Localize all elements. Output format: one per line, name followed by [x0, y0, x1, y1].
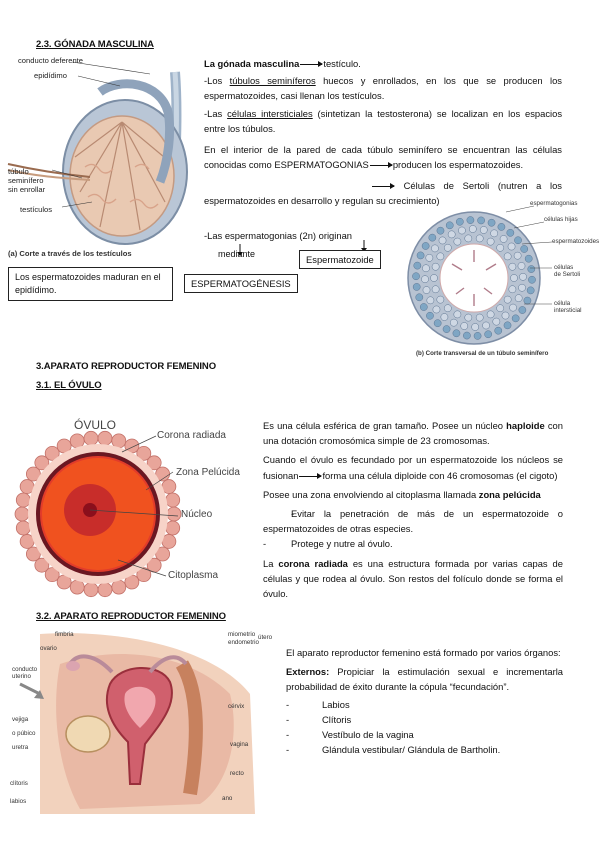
label-tubulo-1: túbulo: [8, 167, 29, 176]
zona-functions-list: Evitar la penetración de más de un esper…: [263, 506, 563, 552]
label-ovario: ovario: [40, 645, 57, 652]
ov-p1-c: con una dotación cromosómica simple de 2…: [263, 420, 563, 447]
list-item: Protege y nutre al óvulo.: [263, 536, 563, 551]
label-recto: recto: [230, 770, 244, 777]
p2-b: huecos y enrollados, en los que se produ…: [204, 75, 562, 102]
label-fimbria: fimbria: [55, 631, 74, 638]
list-item: Vestíbulo de la vagina: [286, 727, 563, 742]
list-item-text: Labios: [322, 698, 350, 710]
anat-p1: El aparato reproductor femenino está for…: [286, 647, 561, 658]
label-endometrio: endometrio: [228, 639, 259, 646]
label-conducto-deferente: conducto deferente: [18, 56, 84, 65]
ovulo-illustration: [14, 430, 182, 598]
label-intersticial-2: intersticial: [554, 307, 582, 314]
ovulo-title: ÓVULO: [74, 418, 117, 432]
externos-list: Labios Clítoris Vestíbulo de la vagina G…: [286, 697, 563, 758]
zona-pelucida-bold: zona pelúcida: [478, 488, 541, 500]
list-item-text: Clítoris: [322, 713, 352, 725]
label-tubulo-3: sin enrollar: [8, 185, 46, 194]
label-espermatogonias: espermatogonias: [530, 200, 578, 207]
ov-p4-a: La: [263, 557, 279, 569]
testis-illustration: [7, 61, 188, 245]
section-heading-femenino: 3.APARATO REPRODUCTOR FEMENINO: [36, 361, 216, 372]
p3-b: (sintetizan la testosterona) se localiza…: [204, 107, 563, 134]
label-espermatozoides: espermatozoides: [552, 238, 599, 245]
corona-bold: corona radiada: [278, 557, 348, 569]
subheading-ovulo: 3.1. EL ÓVULO: [36, 380, 102, 391]
list-item: Glándula vestibular/ Glándula de Barthol…: [286, 742, 563, 757]
label-corona-radiada: Corona radiada: [157, 430, 226, 441]
ov-p2-a: Cuando el óvulo es fecundado por un espe…: [263, 454, 563, 481]
list-item-text: Protege y nutre al óvulo.: [291, 538, 393, 550]
ov-p2-b: forma una célula diploide con 46 cromoso…: [322, 469, 558, 481]
p2-a: -Los: [204, 75, 230, 87]
ov-p4-c: es una estructura formada por varias cap…: [263, 557, 563, 600]
label-labios: labios: [10, 798, 27, 805]
figure-caption-tubule: (b) Corte transversal de un túbulo semin…: [416, 350, 549, 357]
note-box-epididimo: Los espermatozoides maduran en el epidíd…: [8, 267, 173, 301]
gonada-bold: La gónada masculina: [204, 58, 300, 69]
label-utero: útero: [258, 634, 273, 641]
anatomy-illustration: [19, 633, 255, 814]
label-intersticial-1: célula: [554, 300, 571, 307]
label-pubico: o púbico: [12, 730, 36, 737]
label-clitoris: clítoris: [10, 780, 28, 787]
ovulo-text-block: Es una célula esférica de gran tamaño. P…: [263, 418, 563, 601]
ov-p1-a: Es una célula esférica de gran tamaño. P…: [263, 420, 507, 431]
gonada-p1-rest: testículo.: [323, 58, 361, 69]
list-item-text: Evitar la penetración de más de un esper…: [263, 508, 563, 535]
label-miometrio: miometrio: [228, 631, 256, 638]
tubule-illustration: [407, 205, 553, 345]
label-zona-pelucida: Zona Pelúcida: [176, 467, 240, 478]
espermatogonias-text: -Las espermatogonias (2n) originan: [204, 230, 352, 241]
list-item-text: Vestíbulo de la vagina: [322, 729, 414, 741]
label-epididimo: epidídimo: [34, 71, 67, 80]
mediante-label: mediante: [218, 249, 256, 259]
p3-a: -Las: [204, 107, 228, 119]
list-item: Labios: [286, 697, 563, 712]
box-espermatogenesis: ESPERMATOGÉNESIS: [184, 274, 298, 293]
label-celulas-hijas: células hijas: [544, 216, 578, 223]
ov-p3-a: Posee una zona envolviendo al citoplasma…: [263, 488, 479, 500]
label-vejiga: vejiga: [12, 716, 29, 723]
label-cervix: cérvix: [228, 703, 245, 710]
label-nucleo: Núcleo: [181, 509, 213, 520]
sertoli-text-content: Células de Sertoli (nutren a los esperma…: [204, 180, 562, 207]
p4-a: En el interior de la pared de cada túbul…: [204, 144, 562, 171]
label-conducto-2: uterino: [12, 673, 31, 680]
label-vagina: vagina: [230, 741, 249, 748]
tubulos-term: túbulos seminíferos: [229, 75, 316, 87]
label-conducto-1: conducto: [12, 666, 38, 673]
anat-p2-b: Propiciar la estimulación sexual e incre…: [286, 666, 563, 693]
gonad-text-block: La gónada masculina testículo. -Los túbul…: [204, 56, 562, 172]
list-item-text: Glándula vestibular/ Glándula de Barthol…: [322, 744, 501, 756]
flow-arrows: [237, 240, 367, 256]
section-heading-gonada: 2.3. GÓNADA MASCULINA: [36, 39, 154, 50]
figure-caption-testis: (a) Corte a través de los testículos: [8, 249, 132, 258]
p4-b: producen los espermatozoides.: [392, 159, 524, 171]
label-testiculos: testículos: [20, 205, 53, 214]
list-item: Clítoris: [286, 712, 563, 727]
label-sertoli-1: células: [554, 264, 574, 271]
externos-bold: Externos:: [286, 666, 330, 678]
label-ano: ano: [222, 795, 233, 802]
label-tubulo-2: seminífero: [8, 176, 44, 185]
haploide-bold: haploide: [506, 420, 545, 431]
celulas-term: células intersticiales: [227, 107, 313, 119]
anatomy-text-block: El aparato reproductor femenino está for…: [286, 645, 563, 758]
label-sertoli-2: de Sertoli: [554, 271, 581, 278]
list-item: Evitar la penetración de más de un esper…: [263, 506, 563, 536]
subheading-aparato: 3.2. APARATO REPRODUCTOR FEMENINO: [36, 611, 226, 622]
label-citoplasma: Citoplasma: [168, 570, 219, 581]
sertoli-text: Células de Sertoli (nutren a los esperma…: [204, 178, 562, 208]
box-espermatozoide: Espermatozoide: [299, 250, 381, 269]
label-uretra: uretra: [12, 744, 29, 751]
